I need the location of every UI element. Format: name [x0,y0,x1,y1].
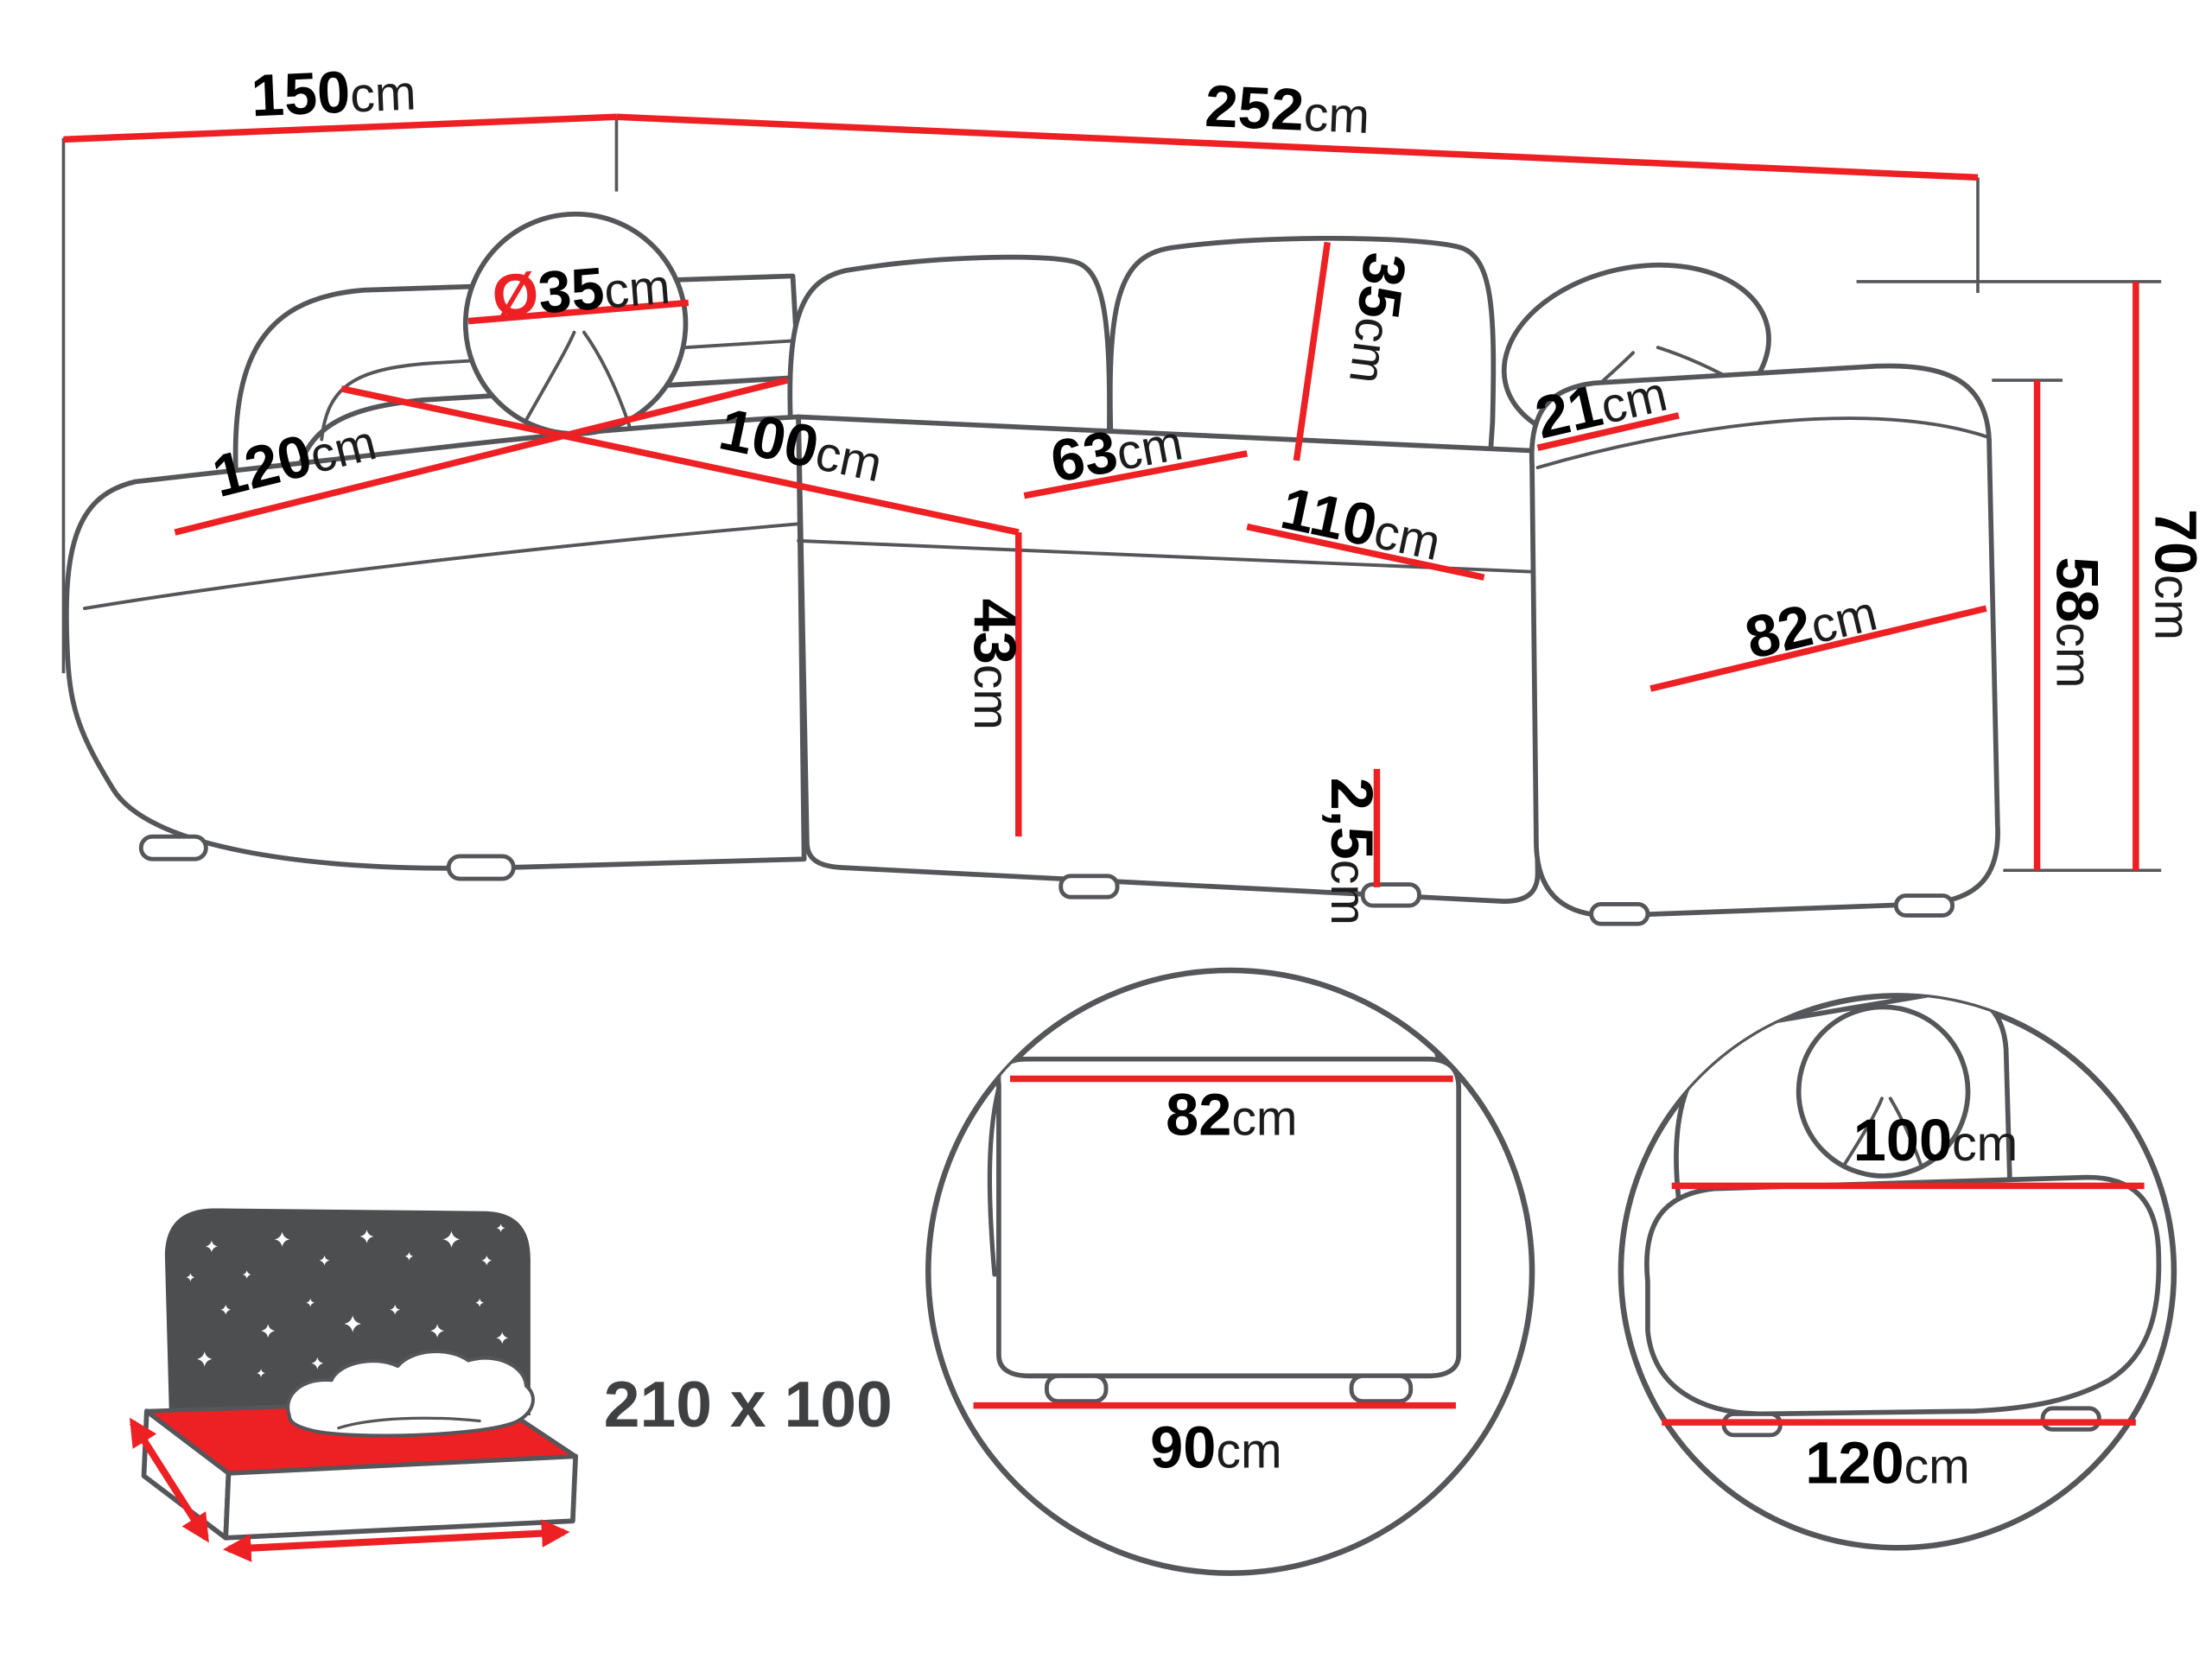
dim-chaise-depth-line [340,385,1020,536]
dim-seat-depth-line [1023,450,1248,499]
dim-total-width-line [616,113,1979,181]
dim-seat-height-label: 43cm [962,599,1028,730]
dim-chaise-width-line [174,377,788,536]
main-seat [796,414,1541,904]
sleeping-area-label: 210 x 100 [604,1368,893,1440]
sleep-arrow-width [222,1519,570,1562]
detail-armrest-bottom-label: 90cm [1150,1414,1281,1480]
dim-total-height-label: 70cm [2143,509,2209,640]
dimension-labels: 150cm 252cm Ø35cm 35cm 21cm 120cm 100cm … [207,56,2209,925]
back-cushion-right [1107,235,1497,467]
back-cushion-left [787,254,1112,470]
dim-seat-width-line [1246,523,1485,581]
dim-pillow-diameter-line [467,299,690,325]
armrest [1529,363,2000,918]
dim-armrest-top-width-line [1536,412,1680,451]
sleep-arrow-depth [129,1417,209,1543]
detail-chaise-seat [1644,1174,2162,1417]
sofa-drawing [64,211,2000,926]
dim-total-depth-line [63,113,617,143]
dim-backrest-height-label: 35cm [1337,249,1419,387]
sofa-foot [1360,882,1421,908]
detail-chaise-bolster [1796,1004,1971,1179]
detail-armrest-side [995,1056,1462,1379]
detail-armrest-foot [1044,1373,1109,1404]
dim-pillow-diameter-label: Ø35cm [490,250,672,330]
armrest-top-edge-line [1535,416,1988,470]
detail-chaise-bottom-label: 120cm [1805,1429,1970,1496]
detail-circle-chaise: 100cm 120cm [1618,993,2177,1551]
detail-chaise-top-label: 100cm [1853,1107,2018,1173]
dim-seat-depth-label: 63cm [1046,406,1187,495]
dimension-lines [63,113,2139,887]
dim-backrest-height-line [1293,241,1332,461]
chaise-body [64,414,807,871]
detail-circle-armrest: 82cm 90cm [925,967,1535,1576]
duvet [286,1350,535,1438]
detail-armrest-cushion-line-2 [1166,969,1363,975]
chaise-back-panel-inner-line [320,339,795,442]
seat-front-edge-line [797,538,1535,574]
detail-armrest-top-label: 82cm [1166,1082,1297,1148]
dim-total-width-label: 252cm [1204,73,1371,146]
sofa-foot [1893,893,1955,918]
dim-armrest-length-label: 82cm [1739,576,1883,671]
extension-lines [61,118,2162,873]
detail-chaise-foot [2040,1406,2101,1432]
dim-leg-height-label: 2,5cm [1319,778,1385,925]
sofa-foot [1058,874,1120,899]
dim-total-depth-label: 150cm [250,56,417,130]
sofa-foot [446,854,516,881]
chaise-front-edge-line [83,522,801,611]
sofa-foot [1589,901,1650,926]
duvet-crease-line [337,1416,481,1430]
bed-pictogram: 210 x 100 [129,1208,893,1562]
dim-armrest-length-line [1649,605,1987,692]
sofa-foot [138,834,208,861]
dim-armrest-height-label: 58cm [2044,556,2110,688]
detail-armrest-foot [1349,1373,1414,1404]
